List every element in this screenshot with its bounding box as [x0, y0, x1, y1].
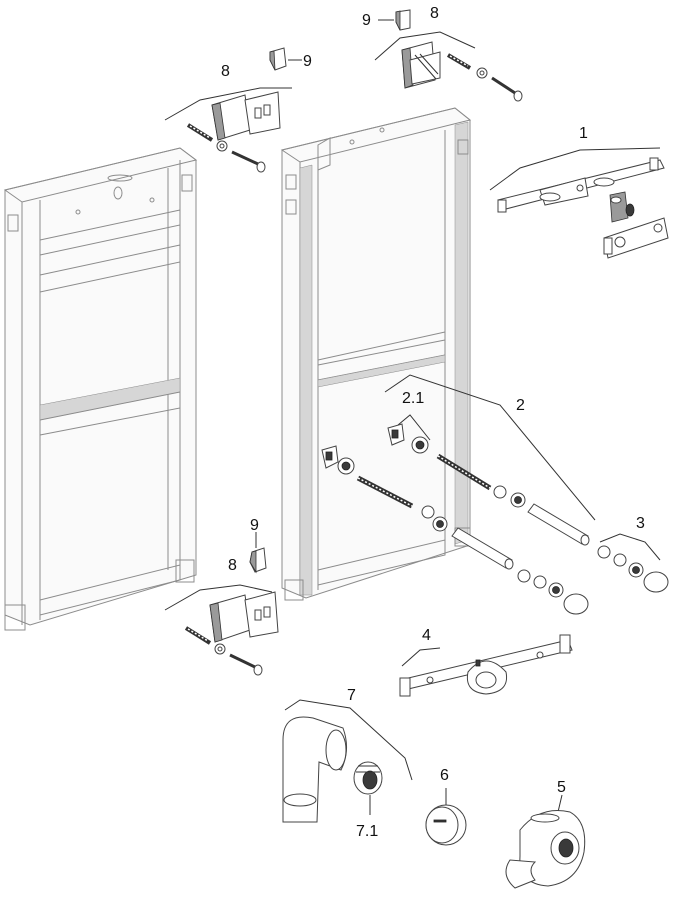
valve-icon: [609, 191, 635, 223]
cap-set: [597, 533, 669, 593]
label-9-bottom: 9: [250, 517, 259, 534]
pipe-clamp-rail: [399, 634, 573, 697]
callout-labels: 9 8 9 8 1 2.1 2 3 9 8 4 7 6 5 7.1: [221, 5, 645, 840]
screw-icon: [184, 626, 212, 645]
bracket-set-top: [374, 31, 523, 102]
mounting-rail-assembly: [489, 147, 669, 259]
label-6: 6: [440, 767, 449, 784]
threaded-rod-set: [321, 374, 596, 615]
cover-disc: [425, 788, 467, 846]
screw-icon: [446, 53, 472, 70]
label-1: 1: [579, 125, 588, 142]
screw-icon: [186, 123, 214, 142]
siphon-trap: [505, 794, 586, 889]
threaded-rod-icon: [436, 453, 492, 491]
nut-icon: [337, 457, 355, 475]
left-frame-back-view: [3, 147, 198, 631]
label-9-middle: 9: [303, 53, 312, 70]
label-3: 3: [636, 515, 645, 532]
connector-icon: [387, 423, 405, 446]
threaded-rod-icon: [356, 475, 414, 509]
elbow-fitting-set: [282, 699, 413, 823]
clip-top: [378, 9, 411, 31]
cap-icon: [563, 593, 589, 615]
cap-icon: [643, 571, 669, 593]
clip-bottom: [249, 532, 267, 574]
connector-icon: [321, 445, 339, 469]
rod-pipe-icon: [451, 527, 514, 570]
threaded-adapter-icon: [353, 761, 383, 795]
bolt-icon: [231, 150, 266, 173]
bolt-icon: [491, 76, 523, 102]
label-8-top: 8: [430, 5, 439, 22]
bracket-set-bottom: [164, 584, 279, 676]
rod-pipe-icon: [527, 503, 590, 546]
label-8-middle: 8: [221, 63, 230, 80]
label-8-bottom: 8: [228, 557, 237, 574]
elbow-fitting-icon: [282, 716, 347, 823]
label-4: 4: [422, 627, 431, 644]
label-7: 7: [347, 687, 356, 704]
label-2-1: 2.1: [402, 390, 424, 407]
label-9-top: 9: [362, 12, 371, 29]
bolt-icon: [229, 653, 263, 676]
label-5: 5: [557, 779, 566, 796]
center-frame: [280, 107, 472, 601]
nut-icon: [411, 436, 429, 454]
pipe-clamp-icon: [466, 659, 508, 695]
label-7-1: 7.1: [356, 823, 378, 840]
bracket-set-middle: [164, 87, 292, 173]
label-2: 2: [516, 397, 525, 414]
clip-middle: [269, 47, 302, 71]
